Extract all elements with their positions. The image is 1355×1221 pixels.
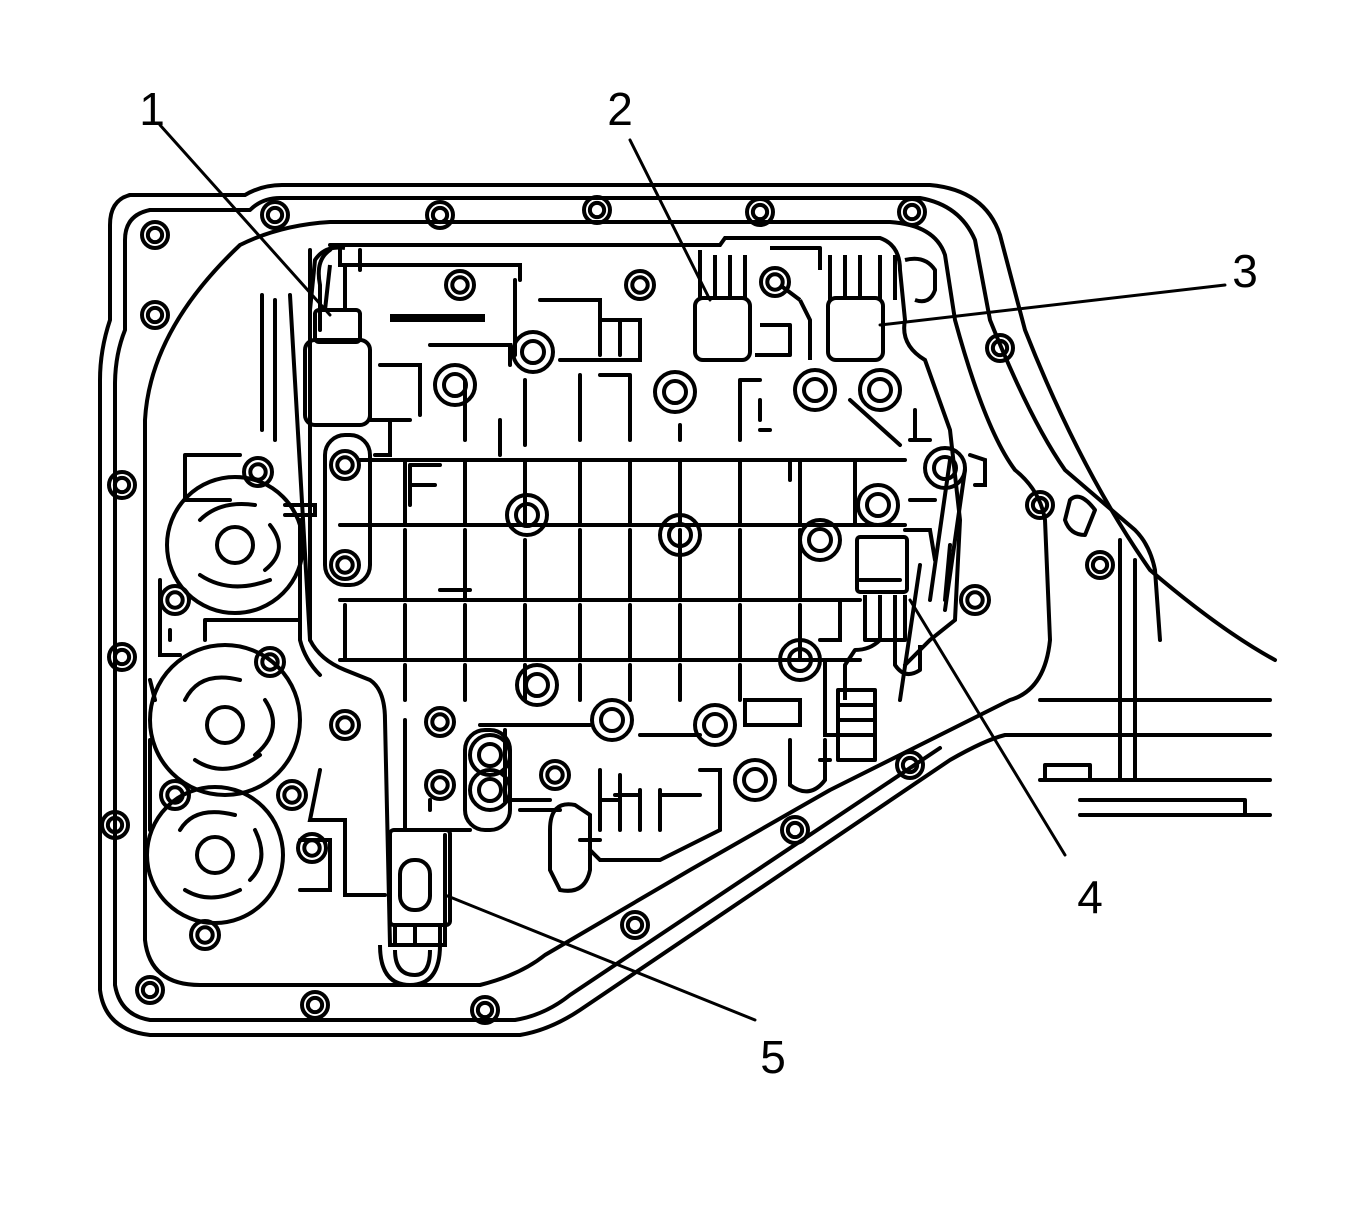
solenoid-1-wire (308, 245, 347, 311)
solenoid-3-connector (826, 296, 885, 362)
leader-line-1 (158, 123, 332, 317)
valve-body-bolt (505, 493, 549, 537)
valve-body-nut (624, 269, 656, 301)
callout-4: 4 (1077, 871, 1103, 923)
valve-body-bolt (693, 703, 737, 747)
perimeter-bolt (780, 815, 810, 845)
solenoid-1-body (303, 338, 372, 427)
valve-body-bolt (733, 758, 777, 802)
leader-line-2 (628, 138, 712, 302)
valve-body-bolt (658, 513, 702, 557)
valve-body-bolt (793, 368, 837, 412)
valve-body-nut (242, 456, 274, 488)
valve-body-bolt (856, 483, 900, 527)
perimeter-bolt (895, 750, 925, 780)
leader-line-4 (908, 598, 1067, 857)
perimeter-bolt (985, 333, 1015, 363)
valve-body-nut (189, 919, 221, 951)
callout-2: 2 (607, 83, 633, 135)
perimeter-bolt (470, 995, 500, 1025)
valve-body-nut (329, 549, 361, 581)
valve-body-bolt (515, 663, 559, 707)
perimeter-bolt (745, 197, 775, 227)
perimeter-bolt (107, 642, 137, 672)
callout-labels: 1 2 3 4 5 (139, 83, 1258, 1083)
valve-body-bolt (468, 768, 512, 812)
transmission-case-outline (98, 183, 1277, 1037)
valve-body-nut (329, 709, 361, 741)
valve-body-nut (444, 269, 476, 301)
valve-body-bolts (159, 266, 991, 951)
valve-body-bolt (468, 733, 512, 777)
solenoid-4-body (855, 535, 909, 594)
valve-body-nut (424, 706, 456, 738)
valve-body-bolt (798, 518, 842, 562)
valve-body-nut (424, 769, 456, 801)
perimeter-bolt (140, 300, 170, 330)
valve-body-bolt (923, 446, 967, 490)
perimeter-bolt (135, 975, 165, 1005)
valve-body-nut (759, 266, 791, 298)
perimeter-bolt (1025, 490, 1055, 520)
perimeter-bolt (107, 470, 137, 500)
valve-body-bolt (433, 363, 477, 407)
perimeter-bolt (425, 200, 455, 230)
perimeter-bolt (100, 810, 130, 840)
valve-body-nut (159, 584, 191, 616)
solenoids-and-connectors (303, 245, 937, 987)
valve-body-nut (959, 584, 991, 616)
perimeter-bolts (100, 195, 1115, 1025)
leader-line-3 (878, 283, 1227, 327)
perimeter-bolt (140, 220, 170, 250)
leader-line-5 (443, 893, 757, 1022)
callout-3: 3 (1232, 245, 1258, 297)
perimeter-bolt (897, 197, 927, 227)
solenoid-5-body (388, 828, 452, 927)
valve-body-nut (329, 449, 361, 481)
perimeter-bolt (620, 910, 650, 940)
valve-body-bolt (590, 698, 634, 742)
callout-5: 5 (760, 1031, 786, 1083)
valve-body-bolt (778, 638, 822, 682)
perimeter-bolt (1085, 550, 1115, 580)
callout-1: 1 (139, 83, 165, 135)
valve-body-bolt (858, 368, 902, 412)
valve-body-grid (145, 236, 987, 947)
valve-body-nut (539, 759, 571, 791)
perimeter-bolt (260, 200, 290, 230)
valve-body-bolt (653, 370, 697, 414)
valve-body-nut (296, 832, 328, 864)
perimeter-bolt (300, 990, 330, 1020)
solenoid-2-connector (693, 296, 752, 362)
valve-body-nut (254, 646, 286, 678)
valve-body-nut (159, 779, 191, 811)
perimeter-bolt (582, 195, 612, 225)
callout-leader-lines (158, 123, 1227, 1022)
valve-body-nut (276, 779, 308, 811)
valve-body-bolt (511, 330, 555, 374)
